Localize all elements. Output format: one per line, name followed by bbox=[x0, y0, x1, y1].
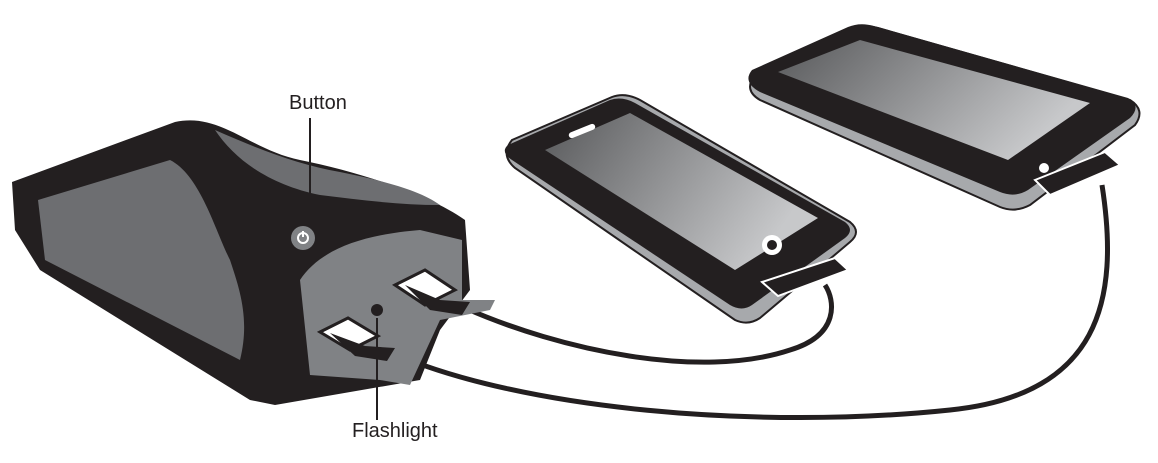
flashlight-lens bbox=[371, 304, 383, 316]
tablet-screen bbox=[778, 40, 1090, 160]
top-panel bbox=[215, 130, 440, 205]
side-panel bbox=[38, 160, 245, 360]
tablet-home-button bbox=[1039, 163, 1049, 173]
phone-screen bbox=[545, 113, 818, 270]
smartphone bbox=[504, 94, 857, 324]
tablet bbox=[748, 24, 1141, 211]
usb-port-upper bbox=[392, 268, 470, 315]
power-bank bbox=[12, 120, 495, 405]
button-label: Button bbox=[289, 92, 347, 114]
cable-to-tablet bbox=[388, 184, 1111, 421]
tablet-connector bbox=[1033, 150, 1122, 197]
phone-speaker bbox=[568, 123, 596, 139]
power-button[interactable] bbox=[291, 226, 315, 250]
phone-connector bbox=[760, 256, 850, 298]
flashlight-label: Flashlight bbox=[352, 420, 438, 442]
cable-to-phone bbox=[463, 283, 835, 365]
